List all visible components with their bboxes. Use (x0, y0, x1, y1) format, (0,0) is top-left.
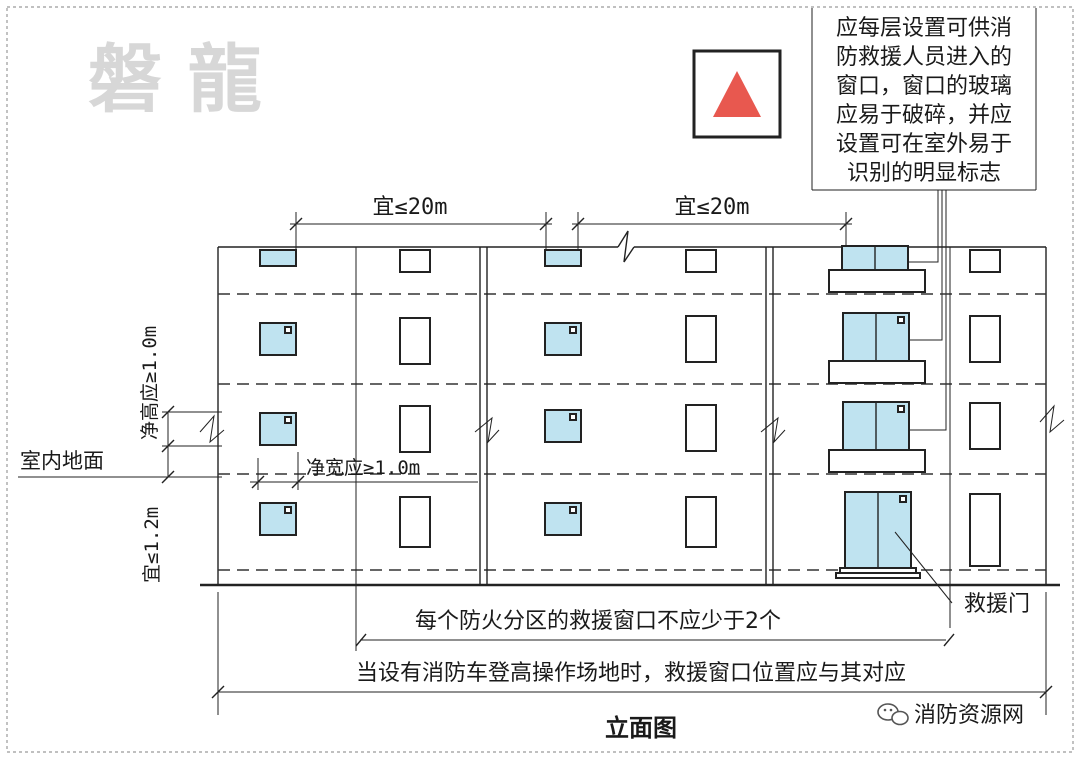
tick (355, 633, 367, 647)
window (399, 317, 431, 365)
tick (161, 439, 175, 453)
sign-marker (569, 506, 577, 514)
clear-height-label: 净高应≥1.0m (139, 326, 161, 440)
window-requirement-note: 应每层设置可供消 防救援人员进入的 窗口，窗口的玻璃 应易于破碎，并应 设置可在… (811, 8, 1037, 431)
note-leader (908, 190, 939, 263)
sign-marker (284, 416, 292, 424)
source-name: 消防资源网 (914, 703, 1024, 728)
rescue-window (259, 502, 297, 536)
watermark: 磐 龍 (88, 37, 262, 123)
door-step (835, 572, 921, 579)
tick (571, 217, 585, 231)
window (685, 496, 717, 548)
tick (211, 685, 225, 699)
spacing-dimensions: 宜≤20m 宜≤20m (289, 195, 853, 250)
window (969, 249, 1001, 273)
drawing-title: 立面图 (605, 714, 677, 742)
clear-width-label: 净宽应≥1.0m (306, 457, 420, 479)
window (969, 493, 1001, 567)
building-elevation: 救援门 (199, 230, 1065, 651)
break-symbol (617, 230, 635, 263)
window (399, 249, 431, 273)
rescue-door-label: 救援门 (964, 592, 1030, 617)
window-size-dimensions: 净高应≥1.0m 宜≤1.2m 室内地面 净宽应≥1.0m (18, 326, 478, 583)
note-leader (908, 190, 943, 341)
position-note: 当设有消防车登高操作场地时，救援窗口位置应与其对应 (356, 661, 906, 686)
tick (251, 475, 265, 489)
bottom-notes: 每个防火分区的救援窗口不应少于2个 当设有消防车登高操作场地时，救援窗口位置应与… (211, 592, 1053, 742)
break-symbol (199, 414, 225, 444)
min-windows-note: 每个防火分区的救援窗口不应少于2个 (415, 609, 781, 634)
tick (839, 217, 853, 231)
window (685, 404, 717, 452)
sign-marker (569, 413, 577, 421)
note-line: 识别的明显标志 (847, 161, 1001, 186)
note-line: 设置可在室外易于 (836, 132, 1012, 157)
door-leader (894, 531, 953, 604)
balcony-slab (828, 360, 926, 384)
window (685, 249, 717, 273)
note-line: 应每层设置可供消 (836, 16, 1012, 41)
spacing-label-right: 宜≤20m (675, 195, 750, 220)
triangle-icon (713, 71, 761, 117)
sign-marker (899, 495, 907, 503)
rescue-window (544, 249, 582, 267)
sign-marker (897, 405, 905, 413)
break-symbol (760, 416, 786, 444)
tick (161, 405, 175, 419)
window (969, 402, 1001, 450)
tick (291, 475, 305, 489)
sill-height-label: 宜≤1.2m (141, 507, 163, 583)
break-symbol (474, 416, 500, 444)
spacing-label-left: 宜≤20m (373, 195, 448, 220)
sign-marker (284, 506, 292, 514)
rescue-window (259, 249, 297, 267)
window (399, 496, 431, 548)
sign-marker (284, 326, 292, 334)
sign-marker (569, 326, 577, 334)
note-line: 应易于破碎，并应 (836, 103, 1012, 128)
note-leader (908, 190, 947, 431)
tick (289, 217, 303, 231)
note-line: 窗口，窗口的玻璃 (836, 74, 1012, 99)
window (399, 405, 431, 453)
indoor-floor-label: 室内地面 (20, 449, 104, 473)
wechat-icon (877, 703, 909, 726)
tick (1039, 685, 1053, 699)
tick (539, 217, 553, 231)
break-symbol (1039, 404, 1065, 434)
sign-marker (897, 316, 905, 324)
source-label: 消防资源网 (877, 703, 1024, 728)
balcony-slab (828, 269, 926, 293)
tick (943, 633, 955, 647)
window (969, 315, 1001, 363)
window (685, 315, 717, 363)
note-line: 防救援人员进入的 (836, 45, 1012, 70)
balcony-slab (828, 449, 926, 473)
rescue-window-sign (692, 49, 782, 139)
